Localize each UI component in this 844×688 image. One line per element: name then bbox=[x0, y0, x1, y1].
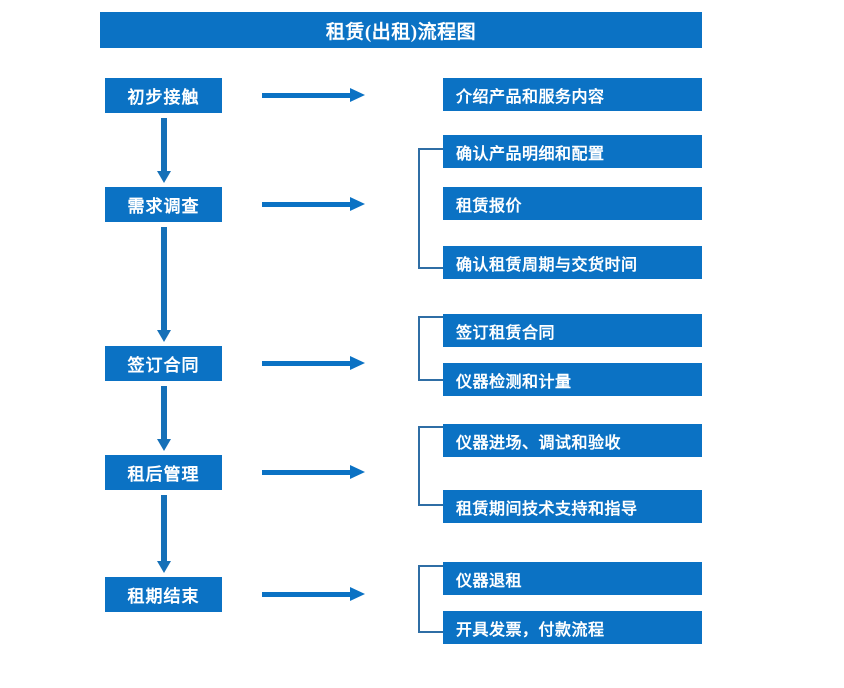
horizontal-arrow-5 bbox=[262, 587, 365, 601]
page-title: 租赁(出租)流程图 bbox=[100, 12, 702, 48]
detail-box-instrument-entry-commissioning[interactable]: 仪器进场、调试和验收 bbox=[443, 424, 702, 457]
detail-box-confirm-period-delivery[interactable]: 确认租赁周期与交货时间 bbox=[443, 246, 702, 279]
horizontal-arrow-1 bbox=[262, 88, 365, 102]
detail-box-invoice-payment[interactable]: 开具发票，付款流程 bbox=[443, 611, 702, 644]
vertical-arrow-1 bbox=[157, 118, 171, 183]
horizontal-arrow-4 bbox=[262, 465, 365, 479]
stage-box-lease-end[interactable]: 租期结束 bbox=[105, 577, 222, 612]
bracket-connector-needs-survey bbox=[418, 148, 443, 269]
detail-box-rental-quotation[interactable]: 租赁报价 bbox=[443, 187, 702, 220]
stage-box-post-rental-management[interactable]: 租后管理 bbox=[105, 455, 222, 490]
vertical-arrow-3 bbox=[157, 386, 171, 451]
horizontal-arrow-3 bbox=[262, 356, 365, 370]
bracket-connector-sign-contract bbox=[418, 316, 443, 381]
vertical-arrow-2 bbox=[157, 227, 171, 342]
horizontal-arrow-2 bbox=[262, 197, 365, 211]
vertical-arrow-4 bbox=[157, 495, 171, 573]
detail-box-introduce-products[interactable]: 介绍产品和服务内容 bbox=[443, 78, 702, 111]
detail-box-sign-rental-contract[interactable]: 签订租赁合同 bbox=[443, 314, 702, 347]
detail-box-technical-support[interactable]: 租赁期间技术支持和指导 bbox=[443, 490, 702, 523]
detail-box-instrument-inspection[interactable]: 仪器检测和计量 bbox=[443, 363, 702, 396]
stage-box-needs-survey[interactable]: 需求调查 bbox=[105, 187, 222, 222]
detail-box-instrument-return[interactable]: 仪器退租 bbox=[443, 562, 702, 595]
stage-box-sign-contract[interactable]: 签订合同 bbox=[105, 346, 222, 381]
stage-box-initial-contact[interactable]: 初步接触 bbox=[105, 78, 222, 113]
bracket-connector-post-rental bbox=[418, 426, 443, 506]
detail-box-confirm-product-details[interactable]: 确认产品明细和配置 bbox=[443, 135, 702, 168]
bracket-connector-lease-end bbox=[418, 565, 443, 633]
